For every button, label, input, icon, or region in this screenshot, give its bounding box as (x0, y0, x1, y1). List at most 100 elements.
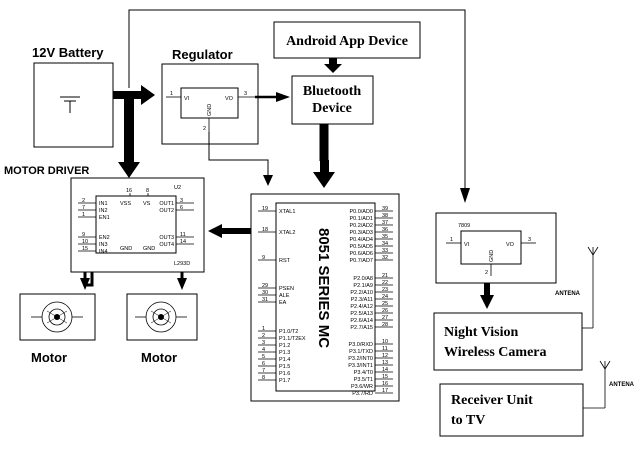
mc-right-pin-name: P3.2/INT0 (348, 356, 373, 362)
bluetooth-block: Bluetooth Device (291, 75, 374, 125)
mc-right-pin-number: 35 (382, 234, 388, 240)
mc-right-pin-number: 36 (382, 227, 388, 233)
mc-left-pin-name: EA (279, 300, 287, 306)
antenna-top-icon (582, 246, 599, 329)
motor-left-block: Motor (19, 293, 96, 365)
mc-right-pin-number: 14 (382, 367, 388, 373)
md-right-pin-name: OUT4 (159, 242, 174, 248)
mc-right-pin-number: 22 (382, 280, 388, 286)
mc-right-pin-name: P0.0/AD0 (349, 209, 373, 215)
receiver-label-line2: to TV (451, 413, 485, 428)
android-label: Android App Device (286, 34, 408, 49)
mc-right-pin-name: P0.5/AD5 (349, 244, 373, 250)
mc-right-pin-number: 13 (382, 360, 388, 366)
md-left-pin-number: 9 (82, 232, 85, 238)
mc-right-pin-number: 10 (382, 339, 388, 345)
mc-right-pin-name: P3.4/T0 (354, 370, 373, 376)
motor-driver-label: MOTOR DRIVER (4, 165, 89, 177)
receiver-label-line1: Receiver Unit (451, 393, 533, 408)
mc-left-pin-number: 7 (262, 368, 265, 374)
mc-left-pin-number: 5 (262, 354, 265, 360)
md-left-pin-name: IN2 (99, 208, 108, 214)
md-left-pin-number: 2 (82, 198, 85, 204)
md-left-pin-name: EN2 (99, 235, 110, 241)
md-left-pin-name: IN1 (99, 201, 108, 207)
mc-right-pin-name: P0.1/AD1 (349, 216, 373, 222)
antenna-bottom-icon (583, 360, 611, 409)
arrow-android-bluetooth (324, 58, 342, 73)
mc-right-pin-number: 26 (382, 308, 388, 314)
md-left-pin-name: IN3 (99, 242, 108, 248)
antenna-top-label: ANTENA (555, 291, 581, 297)
arrow-mc-motor-driver (208, 224, 222, 238)
mc-right-pin-number: 37 (382, 220, 388, 226)
camera-block: Night Vision Wireless Camera (433, 312, 583, 371)
md-left-pin-number: 1 (82, 212, 85, 218)
reg2-pin2: 2 (485, 270, 488, 276)
mc-left-pin-name: P1.1/T2EX (279, 336, 306, 342)
mc-left-pin-name: XTAL1 (279, 209, 295, 215)
mc-right-pin-name: P3.5/T1 (354, 377, 373, 383)
camera-label-line1: Night Vision (444, 325, 519, 340)
mc-left-pin-number: 1 (262, 326, 265, 332)
mc-left-pin-name: P1.5 (279, 364, 290, 370)
mc-left-pin-number: 18 (262, 227, 268, 233)
mc-right-pin-number: 39 (382, 206, 388, 212)
battery-label: 12V Battery (32, 45, 104, 60)
battery-block: 12V Battery (32, 45, 114, 148)
mc-right-pin-number: 32 (382, 255, 388, 261)
mc-right-pin-number: 38 (382, 213, 388, 219)
arrow-regulator-mc (263, 175, 273, 186)
mc-right-pin-number: 34 (382, 241, 388, 247)
regulator-block: Regulator VI VO GND 1 3 2 (161, 47, 259, 145)
battery-symbol-icon (60, 96, 80, 113)
mc-left-pin-number: 8 (262, 375, 265, 381)
md-ref: U2 (174, 185, 181, 191)
mc-left-pin-number: 19 (262, 206, 268, 212)
mc-right-pin-name: P2.5/A13 (350, 311, 373, 317)
arrow-bluetooth-mc (313, 160, 335, 188)
mc-left-pin-name: RST (279, 258, 291, 264)
arrow-driver-motor-left (80, 278, 90, 290)
reg-gnd: GND (207, 104, 213, 116)
mc-left-pin-name: ALE (279, 293, 290, 299)
mc-right-pin-number: 24 (382, 294, 388, 300)
mc-left-pin-name: XTAL2 (279, 230, 295, 236)
mc-right-pin-number: 23 (382, 287, 388, 293)
mc-left-pin-number: 4 (262, 347, 265, 353)
md-left-pin-name: IN4 (99, 249, 108, 255)
connections (80, 9, 494, 309)
mc-right-pin-number: 11 (382, 346, 388, 352)
reg2-pin3: 3 (528, 237, 531, 243)
motor-driver-block: MOTOR DRIVER U2 16 8 VSS VS GND GND L293… (4, 165, 205, 273)
md-right-pin-number: 11 (180, 232, 186, 238)
mc-right-pin-number: 12 (382, 353, 388, 359)
receiver-block: Receiver Unit to TV (439, 383, 584, 437)
mc-left-pin-number: 9 (262, 255, 265, 261)
mc-label: 8051 SERIES MC (315, 228, 332, 348)
reg-vo: VO (225, 96, 234, 102)
arrow-regulator-bluetooth (276, 92, 290, 102)
mc-right-pin-number: 21 (382, 273, 388, 279)
reg2-pin1: 1 (450, 237, 453, 243)
mc-right-pin-number: 28 (382, 322, 388, 328)
md-vss: VSS (120, 201, 131, 207)
reg2-vi: VI (464, 242, 470, 248)
mc-right-pin-name: P3.7/RD (352, 391, 373, 397)
mc-left-pin-name: P1.7 (279, 378, 290, 384)
camera-label-line2: Wireless Camera (444, 345, 547, 360)
md-gnd1: GND (120, 246, 132, 252)
mc-right-pin-name: P2.4/A12 (350, 304, 373, 310)
bluetooth-label-line1: Bluetooth (303, 84, 362, 99)
mc-left-pin-name: P1.2 (279, 343, 290, 349)
mc-right-pin-number: 33 (382, 248, 388, 254)
md-right-pin-name: OUT2 (159, 208, 174, 214)
mc-right-pin-name: P3.3/INT1 (348, 363, 373, 369)
md-pin8: 8 (146, 188, 149, 194)
mc-left-pin-name: PSEN (279, 286, 294, 292)
reg-vi: VI (184, 96, 190, 102)
mc-right-pin-name: P3.1/TXD (349, 349, 373, 355)
md-gnd2: GND (143, 246, 155, 252)
regulator2-block: 7809 VI VO GND 1 3 2 (435, 212, 557, 284)
